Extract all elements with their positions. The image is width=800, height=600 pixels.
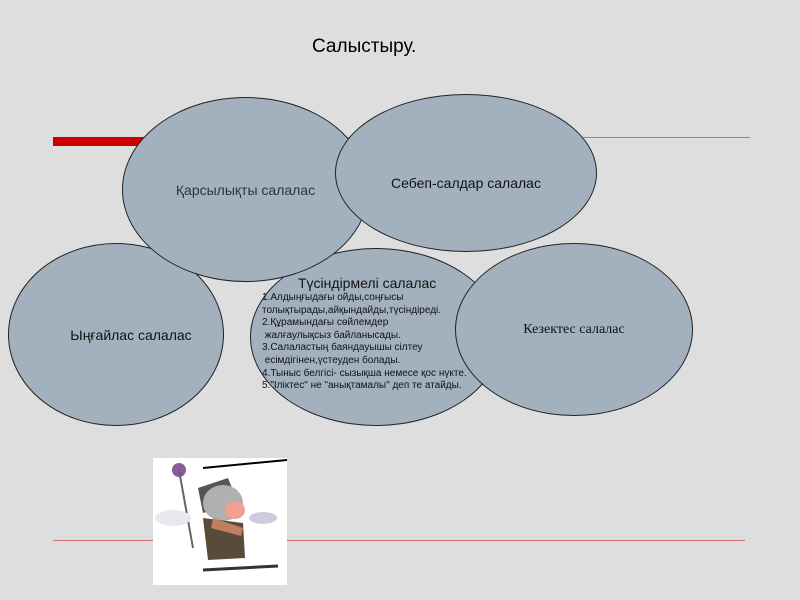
accent-bar xyxy=(53,137,148,146)
point: 4.Тыныс белгісі- сызықша немесе қос нүкт… xyxy=(262,367,467,379)
ellipse-harmony[interactable]: Ыңғайлас салалас xyxy=(8,243,224,426)
point: толықтырады,айқындайды,түсіндіреді. xyxy=(262,304,442,316)
ellipse-label: Ыңғайлас салалас xyxy=(70,326,192,343)
skier-clipart xyxy=(153,458,288,585)
point: 2.Құрамындағы сөйлемдер xyxy=(262,317,389,329)
point: 3.Салаластың баяндауышы сілтеу xyxy=(262,342,423,354)
ellipse-sequence[interactable]: Кезектес салалас xyxy=(455,243,693,416)
ellipse-contrast[interactable]: Қарсылықты салалас xyxy=(122,97,369,282)
ellipse-label: Себеп-салдар салалас xyxy=(391,175,541,191)
slide-title: Салыстыру. xyxy=(312,36,417,57)
point: жалғаулықсыз байланысады. xyxy=(262,329,401,341)
ellipse-label: Қарсылықты салалас xyxy=(175,181,316,198)
explanatory-title: Түсіндірмелі салалас xyxy=(298,275,437,291)
bottom-divider xyxy=(53,540,745,541)
point: есімдігінен,үстеуден болады. xyxy=(262,354,401,366)
ellipse-label: Кезектес салалас xyxy=(523,321,625,337)
point: 1.Алдыңғыдағы ойды,соңғысы xyxy=(262,292,404,303)
ellipse-cause[interactable]: Себеп-салдар салалас xyxy=(335,94,597,252)
point: 5."Іліктес" не "анықтамалы" деп те атайд… xyxy=(262,380,462,392)
